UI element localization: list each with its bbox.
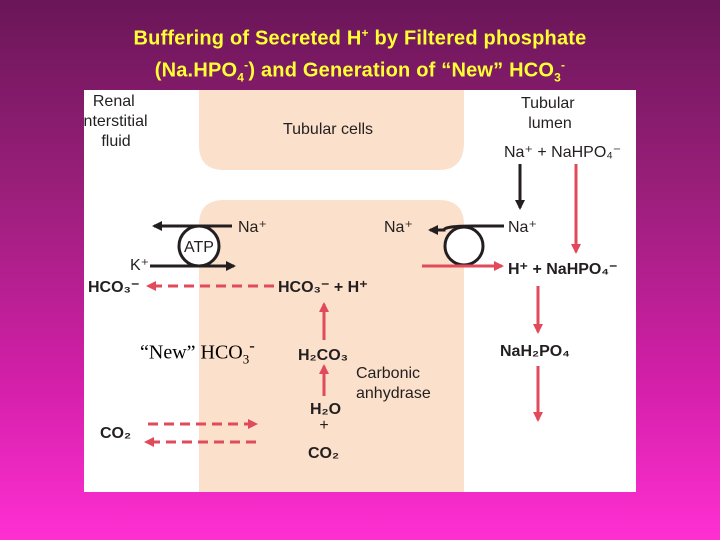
- renal-diagram: Renal interstitial fluid Tubular lumen T…: [84, 90, 621, 492]
- plus-sign: +: [319, 417, 328, 434]
- antiporter-circle: [443, 225, 485, 267]
- tubular-cell-lower: [199, 200, 464, 492]
- tubular-cells-label: Tubular cells: [283, 121, 373, 138]
- h-nahpo4-lumen: H⁺ + NaHPO₄⁻: [508, 261, 617, 278]
- na-nahpo4-top: Na⁺ + NaHPO₄⁻: [504, 144, 621, 161]
- new-hco3-annotation: “New” HCO3-: [140, 336, 255, 367]
- h2co3: H₂CO₃: [298, 347, 348, 364]
- atp-label: ATP: [184, 239, 214, 256]
- k-label: K⁺: [130, 257, 149, 274]
- na-cell-left: Na⁺: [238, 219, 267, 236]
- slide-title: Buffering of Secreted H+ by Filtered pho…: [0, 20, 720, 90]
- hco3-h-cell: HCO₃⁻ + H⁺: [278, 279, 368, 296]
- na-cell-right: Na⁺: [384, 219, 413, 236]
- co2-cell: CO₂: [308, 445, 339, 462]
- hco3-interstitial: HCO₃⁻: [88, 279, 139, 296]
- na-antiporter-arrow: [428, 224, 504, 235]
- co2-interstitial: CO₂: [100, 425, 131, 442]
- carbonic-anhydrase-label: Carbonic anhydrase: [356, 365, 431, 402]
- h2o: H₂O: [310, 401, 341, 418]
- title-line-1: Buffering of Secreted H+ by Filtered pho…: [133, 26, 587, 50]
- interstitial-label: Renal interstitial fluid: [84, 93, 152, 150]
- na-lumen: Na⁺: [508, 219, 537, 236]
- title-line-2: (Na.HPO4-) and Generation of “New” HCO3-: [154, 57, 566, 85]
- diagram-panel: Renal interstitial fluid Tubular lumen T…: [84, 90, 636, 492]
- tubular-lumen-label: Tubular lumen: [521, 95, 579, 132]
- tubular-cell-upper: [199, 90, 464, 170]
- nah2po4: NaH₂PO₄: [500, 343, 570, 360]
